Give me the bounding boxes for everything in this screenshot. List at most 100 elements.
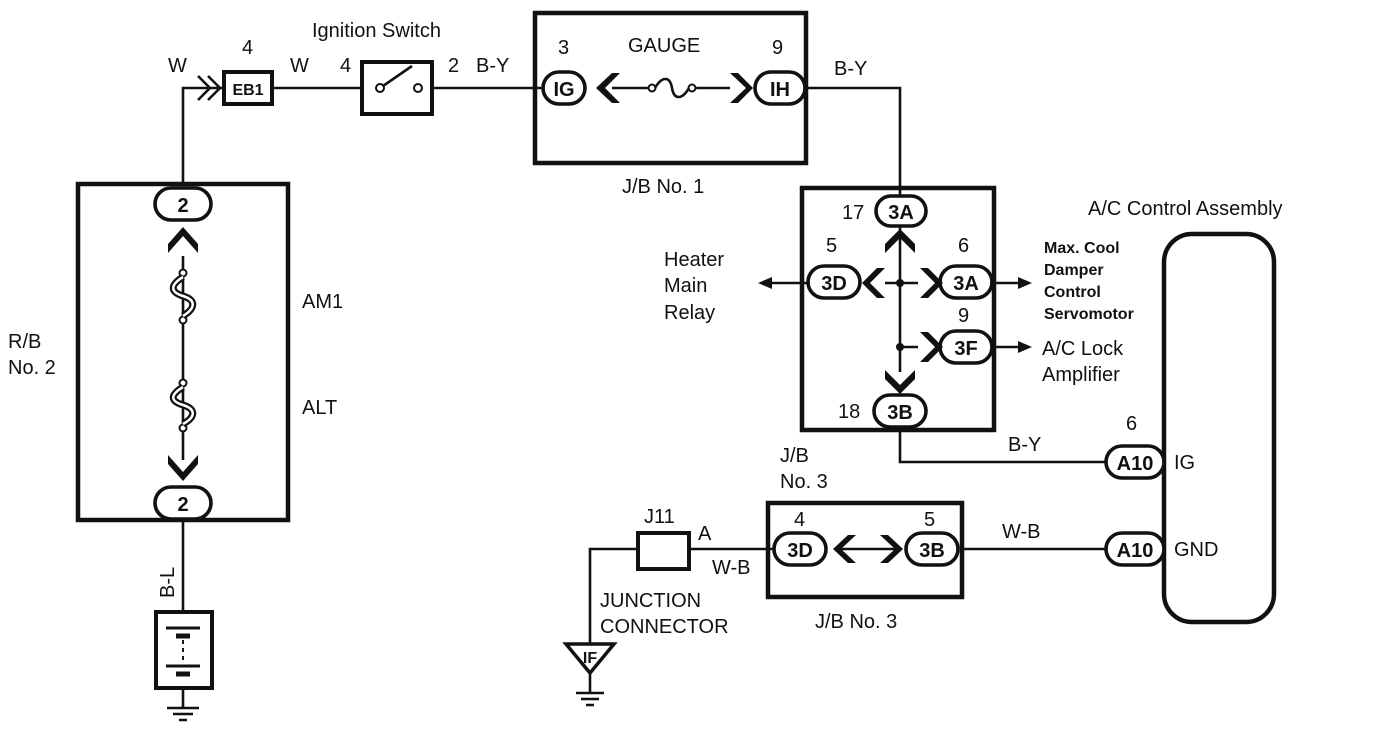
heater-label-2: Main xyxy=(664,275,707,297)
maxcool-label-4: Servomotor xyxy=(1044,306,1134,323)
aclock-label-1: A/C Lock xyxy=(1042,338,1124,360)
rb-bottom-connector xyxy=(153,485,213,521)
jb-chevron-up-icon xyxy=(885,229,915,253)
jb-no3-box xyxy=(765,500,965,600)
ig-connector-label: IG xyxy=(553,79,574,101)
wire-w-left-label: W xyxy=(168,55,187,77)
p3d-connector xyxy=(806,264,862,300)
jb3-left-pin-label: 4 xyxy=(794,509,805,531)
jb-relay-box xyxy=(799,185,997,433)
wire-j11-ground xyxy=(588,547,638,644)
rb-label-1: R/B xyxy=(8,331,41,353)
p3f-label: 3F xyxy=(954,338,977,360)
ig-connector xyxy=(541,70,587,106)
p3a-right-label: 3A xyxy=(953,273,979,295)
gauge-out-pin-label: 9 xyxy=(772,37,783,59)
jb-chevron-down-icon xyxy=(885,370,915,394)
ih-connector-label: IH xyxy=(770,79,790,101)
jb-no1-label: J/B No. 1 xyxy=(622,176,704,198)
ign-out-pin-label: 2 xyxy=(448,55,459,77)
a10-ig-connector xyxy=(1104,444,1166,480)
p6-label: 6 xyxy=(958,235,969,257)
maxcool-label-2: Damper xyxy=(1044,262,1104,279)
ih-connector xyxy=(753,70,807,106)
j11-label: J11 xyxy=(644,506,675,528)
p17-label: 17 xyxy=(842,202,864,224)
wire-by-a10-label: B-Y xyxy=(1008,434,1041,456)
wire-wb-j11-label: W-B xyxy=(712,557,751,579)
jb3-chevron-right-icon xyxy=(880,535,903,563)
p3b-label: 3B xyxy=(887,402,913,424)
jb-chevron-3f-icon xyxy=(920,332,943,362)
p3b-connector xyxy=(872,393,928,429)
wire-w-left xyxy=(181,86,222,185)
gauge-chevron-left-icon xyxy=(596,73,620,103)
jb-junction-dot-1 xyxy=(896,279,904,287)
rb-top-connector xyxy=(153,186,213,222)
ac-lock-arrow-icon xyxy=(1018,341,1032,353)
p3a-top-connector xyxy=(874,194,928,228)
p18-label: 18 xyxy=(838,401,860,423)
gauge-label: GAUGE xyxy=(628,35,700,57)
ground-if-icon xyxy=(562,642,618,676)
p3d-label: 3D xyxy=(821,273,847,295)
alt-label: ALT xyxy=(302,397,337,419)
max-cool-arrow-icon xyxy=(1018,277,1032,289)
junction-label-1: JUNCTION xyxy=(600,590,701,612)
maxcool-label-3: Control xyxy=(1044,284,1101,301)
jb3-top-label-1: J/B xyxy=(780,445,809,467)
a10-gnd-label: A10 xyxy=(1117,540,1154,562)
jb3-right-pin-label: 5 xyxy=(924,509,935,531)
rb-label-2: No. 2 xyxy=(8,357,56,379)
ignition-switch-blade-icon xyxy=(382,64,413,88)
jb3-top-label-2: No. 3 xyxy=(780,471,828,493)
ignition-switch-box xyxy=(360,60,434,116)
ac-control-assembly-label: A/C Control Assembly xyxy=(1088,198,1283,220)
j11-connector xyxy=(636,531,691,571)
wire-by-ih xyxy=(806,86,902,198)
a10-ig-label: A10 xyxy=(1117,453,1154,475)
gauge-fuse-right-icon xyxy=(687,83,697,93)
wire-by-a10 xyxy=(898,425,1106,464)
wire-by-ih-label: B-Y xyxy=(834,58,867,80)
a10-gnd-connector xyxy=(1104,531,1166,567)
wire-a-label: A xyxy=(698,523,712,545)
am1-label: AM1 xyxy=(302,291,343,313)
heater-label-3: Relay xyxy=(664,302,715,324)
w-arrow-left-icon xyxy=(197,75,212,101)
wire-bl-label: B-L xyxy=(157,567,179,598)
ignition-contact-left-icon xyxy=(375,83,385,93)
ac-control-assembly-box xyxy=(1161,231,1277,625)
eb1-connector xyxy=(222,70,274,106)
gnd-label: GND xyxy=(1174,539,1218,561)
eb1-label: EB1 xyxy=(232,82,263,99)
eb1-pin-label: 4 xyxy=(242,37,253,59)
ignition-switch-label: Ignition Switch xyxy=(312,20,441,42)
ignition-contact-right-icon xyxy=(413,83,423,93)
ig-label: IG xyxy=(1174,452,1195,474)
jb-junction-dot-2 xyxy=(896,343,904,351)
jb3-3d-label: 3D xyxy=(787,540,813,562)
jb-no3-label: J/B No. 3 xyxy=(815,611,897,633)
jb3-3b-connector xyxy=(904,531,960,567)
p3a-top-label: 3A xyxy=(888,202,914,224)
gauge-in-pin-label: 3 xyxy=(558,37,569,59)
gauge-fuse-left-icon xyxy=(647,83,657,93)
ign-in-pin-label: 4 xyxy=(340,55,351,77)
wire-wb-a10-label: W-B xyxy=(1002,521,1041,543)
a10-pin-label: 6 xyxy=(1126,413,1137,435)
gauge-fuse-icon xyxy=(653,77,691,99)
maxcool-label-1: Max. Cool xyxy=(1044,240,1120,257)
p5-label: 5 xyxy=(826,235,837,257)
rb-chevron-up-icon xyxy=(168,227,198,253)
wire-by-ig-label: B-Y xyxy=(476,55,509,77)
jb3-chevron-left-icon xyxy=(833,535,856,563)
junction-label-2: CONNECTOR xyxy=(600,616,729,638)
rb-bottom-label: 2 xyxy=(177,494,188,516)
heater-relay-arrow-icon xyxy=(758,277,772,289)
jb-chevron-left-icon xyxy=(862,268,885,298)
wire-w-mid-label: W xyxy=(290,55,309,77)
p9-label: 9 xyxy=(958,305,969,327)
w-arrow-right-icon xyxy=(207,75,222,101)
